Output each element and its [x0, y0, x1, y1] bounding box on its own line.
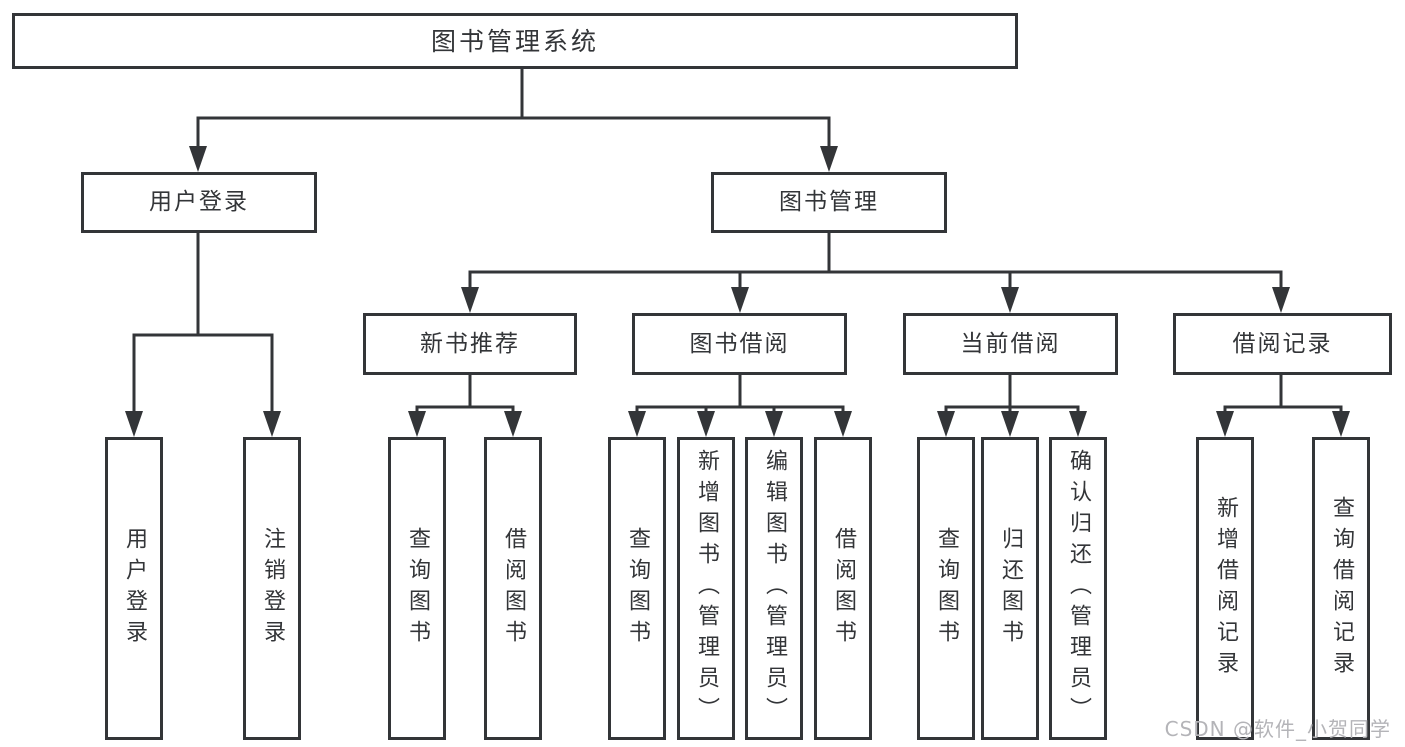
arrow-down-icon: [834, 411, 852, 437]
leaf-logout: 注销登录: [243, 437, 301, 740]
leaf-current-return: 归还图书: [981, 437, 1039, 740]
arrow-down-icon: [731, 287, 749, 313]
leaf-borrow-query: 查询图书: [608, 437, 666, 740]
arrow-down-icon: [1332, 411, 1350, 437]
node-root: 图书管理系统: [12, 13, 1018, 69]
connector-user-login: [132, 232, 274, 417]
arrow-down-icon: [937, 411, 955, 437]
leaf-new-book-query: 查询图书: [388, 437, 446, 740]
connector-current-borrow-arrows: [937, 411, 1087, 437]
connector-book-borrow-arrows: [628, 411, 852, 437]
connector-user-login-arrows: [125, 411, 281, 437]
arrow-down-icon: [820, 146, 838, 172]
arrow-down-icon: [1001, 287, 1019, 313]
connector-root-arrows: [189, 146, 838, 172]
arrow-down-icon: [1216, 411, 1234, 437]
leaf-record-add: 新增借阅记录: [1196, 437, 1254, 740]
arrow-down-icon: [697, 411, 715, 437]
arrow-down-icon: [461, 287, 479, 313]
arrow-down-icon: [1069, 411, 1087, 437]
connector-borrow-records: [1223, 375, 1343, 417]
connector-new-book-arrows: [408, 411, 522, 437]
node-borrow-records: 借阅记录: [1173, 313, 1392, 375]
leaf-borrow-edit-admin: 编辑图书（管理员）: [745, 437, 803, 740]
arrow-down-icon: [504, 411, 522, 437]
node-current-borrow: 当前借阅: [903, 313, 1118, 375]
node-book-management: 图书管理: [711, 172, 947, 233]
leaf-current-query: 查询图书: [917, 437, 975, 740]
node-new-book-recommend: 新书推荐: [363, 313, 577, 375]
arrow-down-icon: [1001, 411, 1019, 437]
node-user-login: 用户登录: [81, 172, 317, 233]
watermark: CSDN @软件_小贺同学: [1164, 717, 1391, 741]
leaf-new-book-borrow: 借阅图书: [484, 437, 542, 740]
arrow-down-icon: [628, 411, 646, 437]
arrow-down-icon: [408, 411, 426, 437]
node-book-borrow: 图书借阅: [632, 313, 847, 375]
connector-new-book: [415, 375, 515, 417]
connector-book-management: [468, 233, 1283, 293]
connector-book-management-arrows: [461, 287, 1290, 313]
leaf-current-confirm-admin: 确认归还（管理员）: [1049, 437, 1107, 740]
arrow-down-icon: [765, 411, 783, 437]
arrow-down-icon: [263, 411, 281, 437]
connector-root: [196, 69, 831, 152]
connector-current-borrow: [944, 375, 1080, 417]
arrow-down-icon: [125, 411, 143, 437]
connector-book-borrow: [635, 375, 845, 417]
leaf-borrow-borrow: 借阅图书: [814, 437, 872, 740]
leaf-record-query: 查询借阅记录: [1312, 437, 1370, 740]
leaf-borrow-add-admin: 新增图书（管理员）: [677, 437, 735, 740]
connector-borrow-records-arrows: [1216, 411, 1350, 437]
leaf-user-login: 用户登录: [105, 437, 163, 740]
arrow-down-icon: [189, 146, 207, 172]
arrow-down-icon: [1272, 287, 1290, 313]
